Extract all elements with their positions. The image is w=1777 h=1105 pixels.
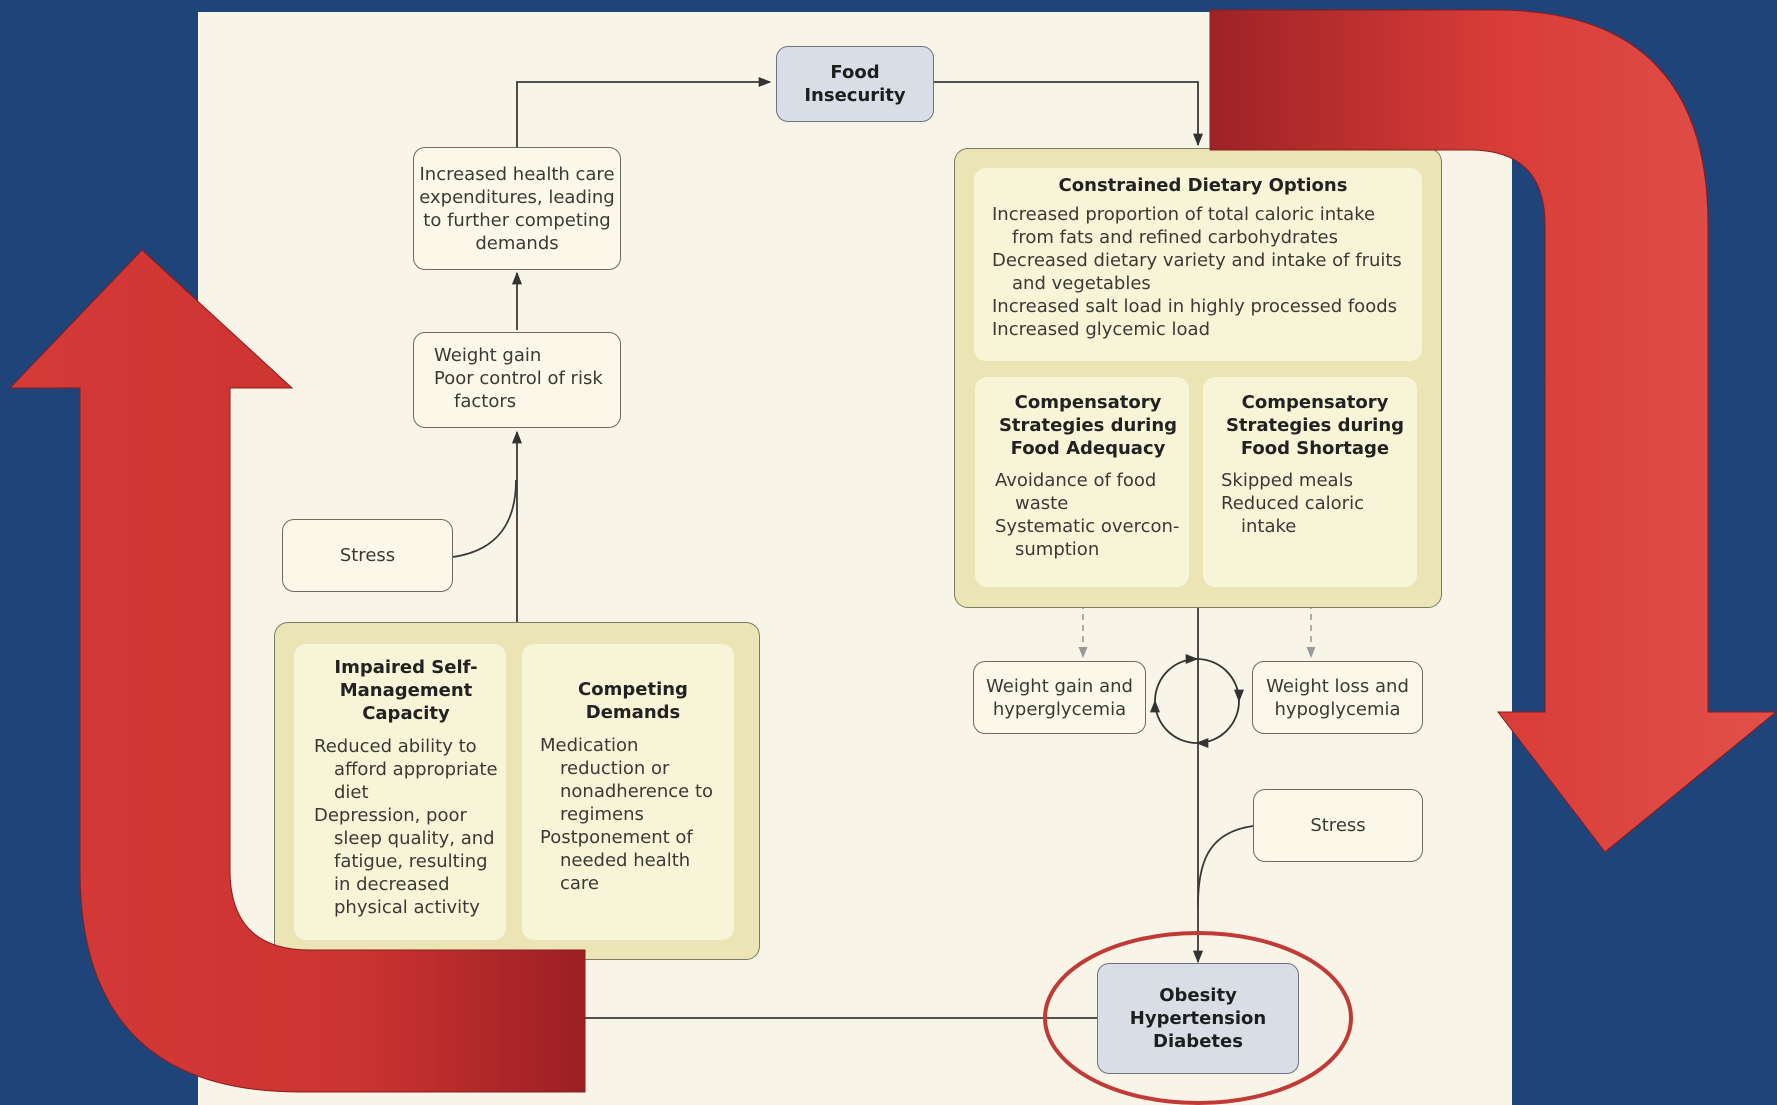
- weight-gain-risk-box: Weight gain Poor control of risk factors: [413, 332, 621, 428]
- flow-arrow: [516, 76, 772, 147]
- competing-item: Postponement of needed health care: [540, 827, 693, 894]
- competing-title-line: Competing: [578, 679, 688, 700]
- impaired-title-line: Capacity: [362, 703, 450, 724]
- shortage-title-line: Strategies during: [1225, 415, 1405, 436]
- big-red-cycle-arrow: [1209, 9, 1777, 853]
- competing-demands-panel: Competing Demands Medication reduction o…: [522, 644, 734, 940]
- constrained-item: Decreased dietary variety and intake of …: [992, 250, 1402, 294]
- expenditures-line: demands: [475, 232, 559, 254]
- constrained-item: Increased salt load in highly processed …: [992, 296, 1398, 317]
- flow-arrow: [1197, 825, 1254, 906]
- competing-item: Medication reduction or nonadherence to …: [540, 735, 714, 825]
- impaired-self-management-panel: Impaired Self- Management Capacity Reduc…: [294, 644, 506, 940]
- impaired-title-line: Impaired Self-: [334, 657, 478, 678]
- weight-gain-line: Poor control of risk: [434, 368, 603, 389]
- hypoglycemia-box: Weight loss and hypoglycemia: [1252, 661, 1423, 734]
- weight-gain-line: factors: [454, 391, 517, 412]
- hypoglycemia-line: hypoglycemia: [1274, 698, 1401, 720]
- expenditures-line: to further competing: [423, 209, 611, 231]
- shortage-title-line: Food Shortage: [1240, 438, 1390, 459]
- flow-arrow: [932, 81, 1204, 147]
- expenditures-line: Increased health care: [419, 163, 615, 185]
- food-insecurity-box: Food Insecurity: [776, 46, 934, 122]
- big-red-cycle-arrow: [8, 249, 586, 1093]
- flow-arrow: [452, 479, 517, 558]
- health-care-expenditures-box: Increased health care expenditures, lead…: [413, 147, 621, 270]
- hyperglycemia-line: Weight gain and: [986, 675, 1133, 697]
- expenditures-line: expenditures, leading: [419, 186, 615, 208]
- outcome-line: Hypertension: [1129, 1008, 1267, 1029]
- hyperglycemia-line: hyperglycemia: [992, 698, 1127, 720]
- obesity-hypertension-diabetes-box: Obesity Hypertension Diabetes: [1097, 963, 1299, 1074]
- outcome-line: Diabetes: [1153, 1031, 1243, 1052]
- hyperglycemia-box: Weight gain and hyperglycemia: [973, 661, 1146, 734]
- stress-label: Stress: [339, 545, 396, 566]
- adequacy-title-line: Compensatory: [1014, 392, 1162, 413]
- shortage-item: Skipped meals: [1221, 470, 1353, 491]
- adequacy-title-line: Strategies during: [998, 415, 1178, 436]
- food-adequacy-panel: Compensatory Strategies during Food Adeq…: [975, 377, 1189, 587]
- food-shortage-panel: Compensatory Strategies during Food Shor…: [1203, 377, 1417, 587]
- hypoglycemia-line: Weight loss and: [1266, 675, 1409, 697]
- competing-title-line: Demands: [585, 702, 681, 723]
- food-insecurity-label: Food Insecurity: [804, 62, 906, 106]
- stress-box-right: Stress: [1253, 789, 1423, 862]
- adequacy-item: Systematic overcon-sumption: [995, 516, 1180, 560]
- constrained-title: Constrained Dietary Options: [1058, 175, 1348, 196]
- cycle-arrows-icon: [1149, 653, 1245, 749]
- adequacy-item: Avoidance of food waste: [995, 470, 1157, 514]
- constrained-dietary-panel: Constrained Dietary Options Increased pr…: [974, 168, 1422, 361]
- adequacy-title-line: Food Adequacy: [1010, 438, 1166, 459]
- stress-box-left: Stress: [282, 519, 453, 592]
- constrained-item: Increased glycemic load: [992, 319, 1210, 340]
- impaired-item: Depression, poor sleep quality, and fati…: [314, 805, 495, 918]
- weight-gain-line: Weight gain: [434, 345, 542, 366]
- stress-label: Stress: [1310, 815, 1366, 836]
- impaired-item: Reduced ability to afford appropriate di…: [314, 736, 498, 803]
- impaired-title-line: Management: [339, 680, 473, 701]
- shortage-item: Reduced caloric intake: [1221, 493, 1364, 537]
- shortage-title-line: Compensatory: [1241, 392, 1389, 413]
- highlight-ring: [1043, 931, 1353, 1105]
- constrained-item: Increased proportion of total caloric in…: [992, 204, 1376, 248]
- outcome-line: Obesity: [1159, 985, 1237, 1006]
